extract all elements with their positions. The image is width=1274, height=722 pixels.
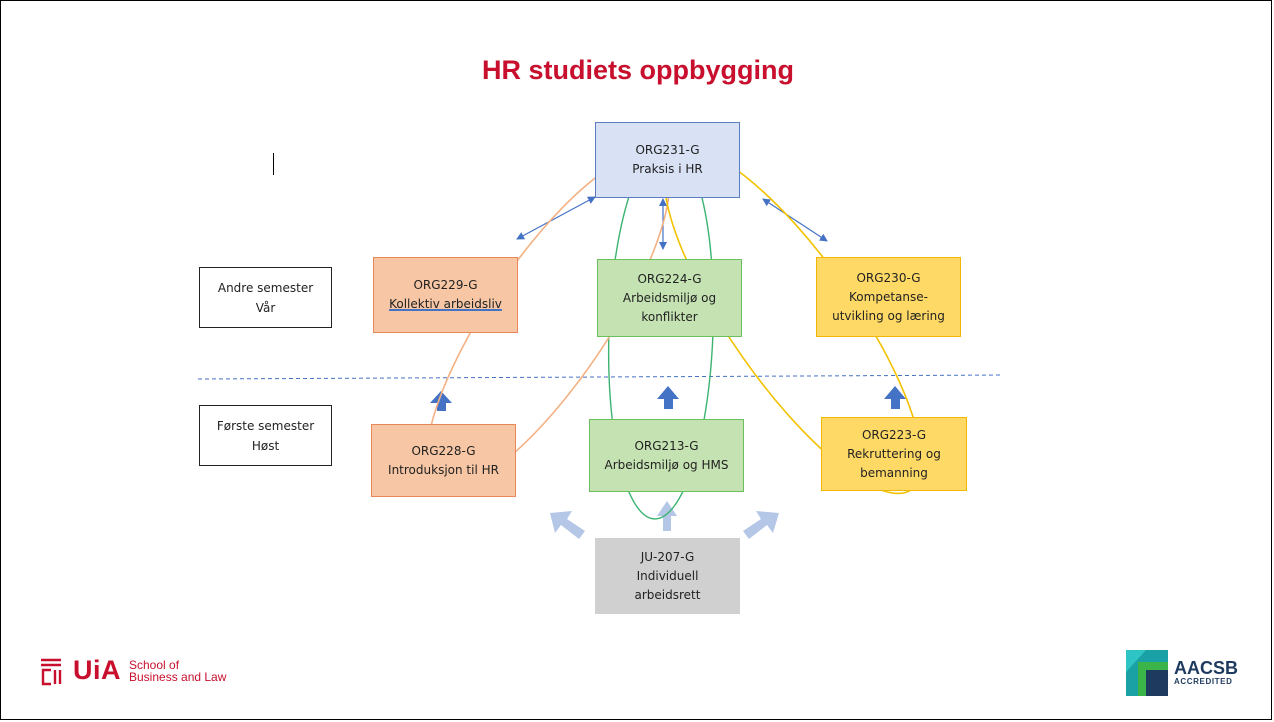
up-arrow-org228-org229 [430,391,452,411]
course-org224-code: ORG224-G [637,271,702,286]
course-org229-code: ORG229-G [413,278,478,292]
text-cursor [273,153,274,175]
course-org230-code: ORG230-G [856,270,921,285]
course-org223-code: ORG223-G [861,427,927,442]
double-arrow-org231-org230 [762,198,828,242]
course-org223-name-line2: bemanning [860,465,928,480]
aacsb-logo: AACSB ACCREDITED [1126,650,1238,696]
course-org224[interactable]: ORG224-G Arbeidsmiljø og konflikter [597,259,742,337]
course-org228-name: Introduksjon til HR [388,462,499,477]
uia-emblem-icon [41,658,62,685]
aacsb-name: AACSB [1174,658,1239,678]
light-arrow-ju207-org223 [743,511,779,539]
course-org229-name: Kollektiv arbeidsliv [389,297,502,311]
uia-subtitle: School of Business and Law [129,659,226,683]
course-org230[interactable]: ORG230-G Kompetanse- utvikling og læring [816,257,961,337]
light-arrow-ju207-org228 [550,511,585,539]
aacsb-emblem-icon [1126,650,1168,696]
course-org223-name-line1: Rekruttering og [847,446,941,461]
course-ju207-code: JU-207-G [640,549,695,564]
aacsb-accredited: ACCREDITED [1174,677,1233,686]
up-arrow-org223-org230 [884,386,906,409]
semester-first-line1: Første semester [216,418,315,433]
semester-label-first: Første semester Høst [199,405,332,466]
course-org231-code: ORG231-G [635,143,700,157]
semester-second-line1: Andre semester [217,280,314,295]
semester-first-line2: Høst [251,438,280,453]
course-org231[interactable]: ORG231-G Praksis i HR [595,122,740,198]
course-ju207[interactable]: JU-207-G Individuell arbeidsrett [595,538,740,614]
aacsb-text: AACSB ACCREDITED [1174,659,1238,687]
course-ju207-name-line2: arbeidsrett [634,587,701,602]
course-org230-name-line2: utvikling og læring [832,308,945,323]
course-org213-code: ORG213-G [634,438,699,453]
course-org224-name-line1: Arbeidsmiljø og [622,290,717,305]
course-org228-code: ORG228-G [411,443,476,458]
uia-sub-line1: School of [129,657,180,672]
semester-label-second: Andre semester Vår [199,267,332,328]
course-org230-name-line1: Kompetanse- [849,289,928,304]
course-org228[interactable]: ORG228-G Introduksjon til HR [371,424,516,497]
uia-sub-line2: Business and Law [129,669,227,684]
uia-name: UiA [73,655,121,685]
course-org213[interactable]: ORG213-G Arbeidsmiljø og HMS [589,419,744,492]
uia-logo: UiA School of Business and Law [39,655,226,686]
course-org213-name: Arbeidsmiljø og HMS [604,457,729,472]
semester-divider [197,374,1004,380]
up-arrow-org213-org224 [657,386,679,409]
page-title: HR studiets oppbygging [482,55,794,85]
course-org231-name: Praksis i HR [632,162,703,176]
course-org229[interactable]: ORG229-G Kollektiv arbeidsliv [373,257,518,333]
semester-second-line2: Vår [255,300,276,315]
course-ju207-name-line1: Individuell [636,568,699,583]
course-org224-name-line2: konflikter [641,309,698,324]
double-arrow-org231-org229 [516,196,596,240]
course-org223[interactable]: ORG223-G Rekruttering og bemanning [821,417,967,491]
